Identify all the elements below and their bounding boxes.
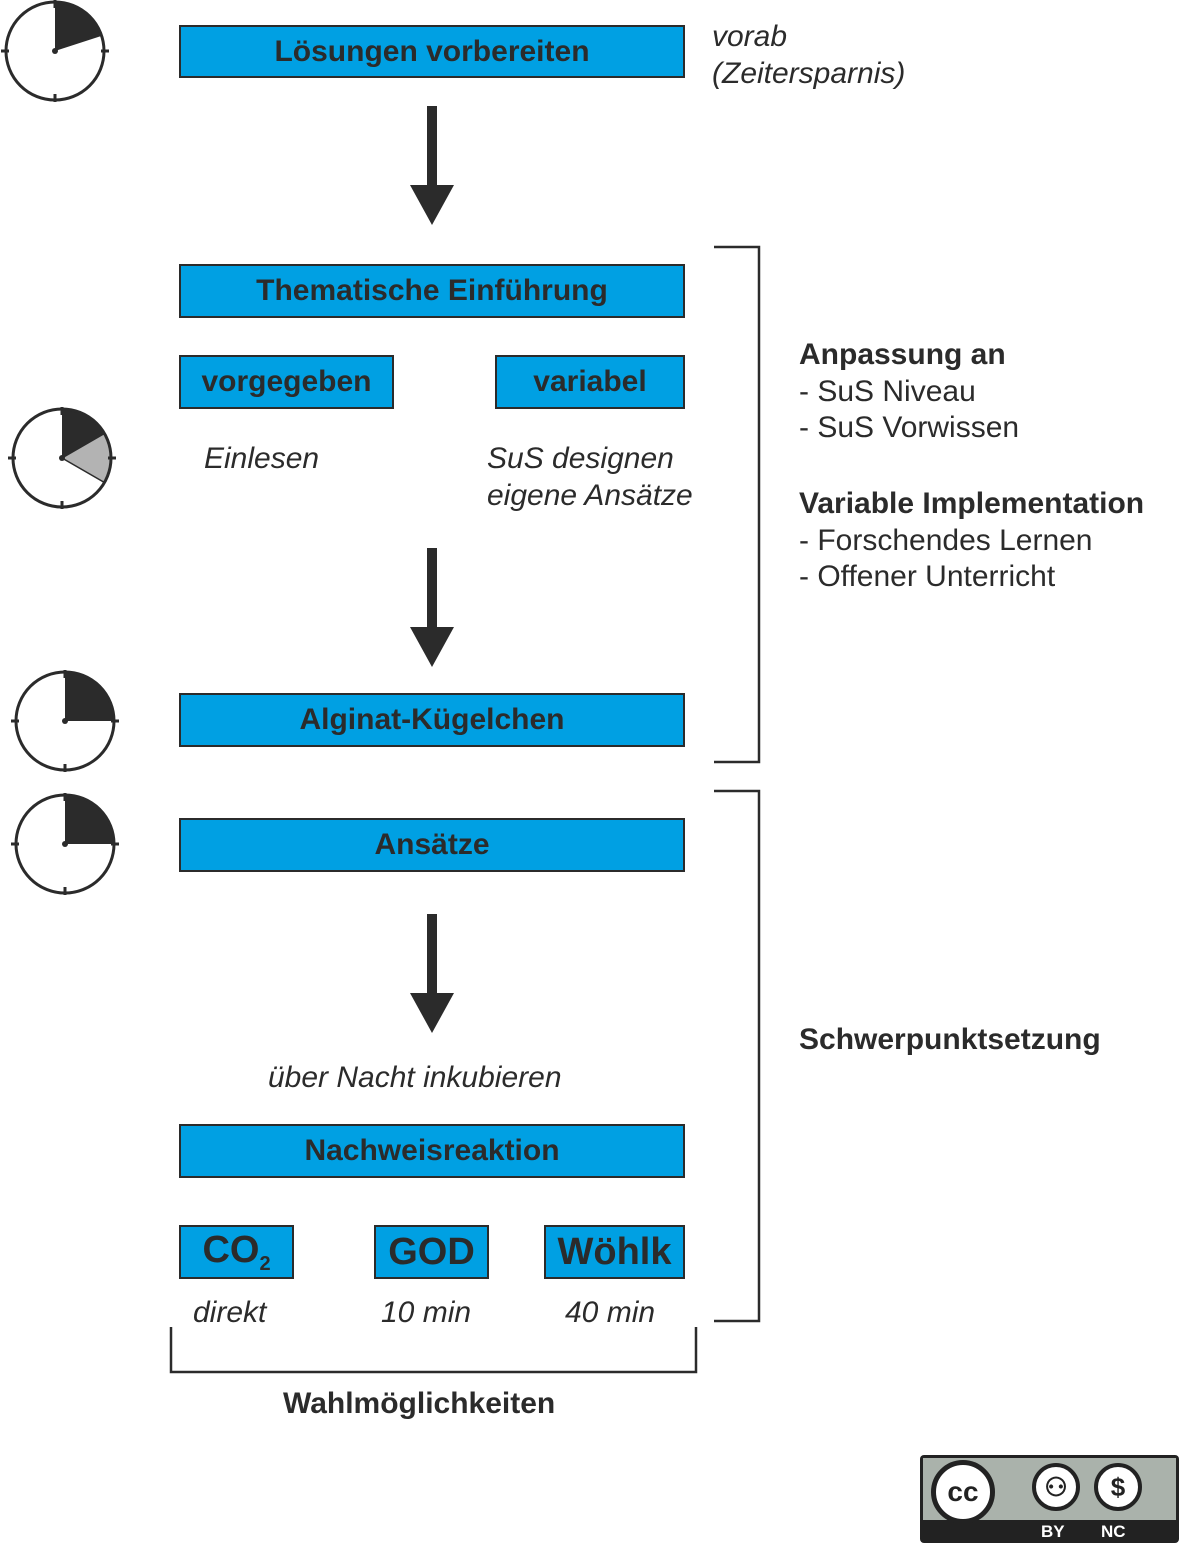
box-label: Lösungen vorbereiten [274, 34, 590, 68]
side-variable-implementation: Variable Implementation - Forschendes Le… [799, 486, 1144, 596]
note-direkt: direkt [193, 1296, 267, 1329]
clock-icon-2 [8, 407, 116, 509]
cc-icon: cc [931, 1460, 995, 1524]
side-anpassung: Anpassung an - SuS Niveau - SuS Vorwisse… [799, 337, 1019, 447]
note-woehlk-time: 40 min [565, 1296, 656, 1329]
side-schwerpunktsetzung: Schwerpunktsetzung [799, 1023, 1101, 1056]
co2-subscript: 2 [259, 1252, 271, 1275]
cc-nc-label: NC [1101, 1522, 1126, 1541]
cc-license-badge: cc ⚇ $ BY NC [920, 1455, 1179, 1543]
label-wahlmoeglichkeiten: Wahlmöglichkeiten [283, 1387, 556, 1420]
box-label: variabel [533, 365, 647, 398]
box-alginat-kuegelchen: Alginat-Kügelchen [179, 693, 685, 747]
cc-by-label: BY [1041, 1522, 1065, 1541]
note-line: vorab [712, 20, 788, 53]
side-item: - Forschendes Lernen [799, 523, 1093, 557]
box-variabel: variabel [495, 355, 685, 409]
clock-icon-3 [11, 670, 119, 772]
co2-main: CO [202, 1228, 260, 1271]
note-vorab: vorab (Zeitersparnis) [712, 19, 905, 92]
side-item: - SuS Niveau [799, 374, 976, 408]
note-god-time: 10 min [381, 1296, 472, 1329]
box-label: Alginat-Kügelchen [299, 703, 565, 736]
note-line: eigene Ansätze [487, 478, 693, 512]
clock-icon-4 [11, 793, 119, 895]
box-label: vorgegeben [201, 365, 372, 398]
box-label: GOD [388, 1230, 475, 1273]
note-einlesen: Einlesen [204, 442, 320, 475]
box-vorgegeben: vorgegeben [179, 355, 394, 409]
side-title: Variable Implementation [799, 487, 1145, 520]
arrow-1 [410, 106, 454, 225]
box-label: CO2 [202, 1229, 270, 1276]
box-nachweisreaktion: Nachweisreaktion [179, 1124, 685, 1178]
nc-dollar-icon: $ [1094, 1463, 1142, 1511]
box-label: Ansätze [374, 828, 490, 861]
clock-icon-1 [1, 0, 109, 102]
box-co2: CO2 [179, 1225, 294, 1279]
arrow-2 [410, 548, 454, 667]
bracket-lower [714, 789, 761, 1323]
side-item: - Offener Unterricht [799, 560, 1056, 594]
note-line: SuS designen [487, 442, 674, 475]
box-label: Thematische Einführung [256, 274, 608, 307]
bracket-bottom [169, 1327, 698, 1374]
box-woehlk: Wöhlk [544, 1225, 685, 1279]
note-inkubieren: über Nacht inkubieren [268, 1061, 562, 1094]
box-god: GOD [374, 1225, 489, 1279]
side-item: - SuS Vorwissen [799, 411, 1020, 445]
by-person-icon: ⚇ [1032, 1463, 1080, 1511]
side-title: Anpassung an [799, 338, 1006, 371]
box-ansaetze: Ansätze [179, 818, 685, 872]
bracket-upper [714, 245, 761, 764]
note-sus-designen: SuS designen eigene Ansätze [487, 441, 693, 514]
arrow-3 [410, 914, 454, 1033]
box-thematische-einfuehrung: Thematische Einführung [179, 264, 685, 318]
note-line: (Zeitersparnis) [712, 56, 906, 90]
box-label: Nachweisreaktion [304, 1134, 560, 1167]
box-loesungen-vorbereiten: Lösungen vorbereiten [179, 25, 685, 78]
box-label: Wöhlk [557, 1230, 672, 1273]
